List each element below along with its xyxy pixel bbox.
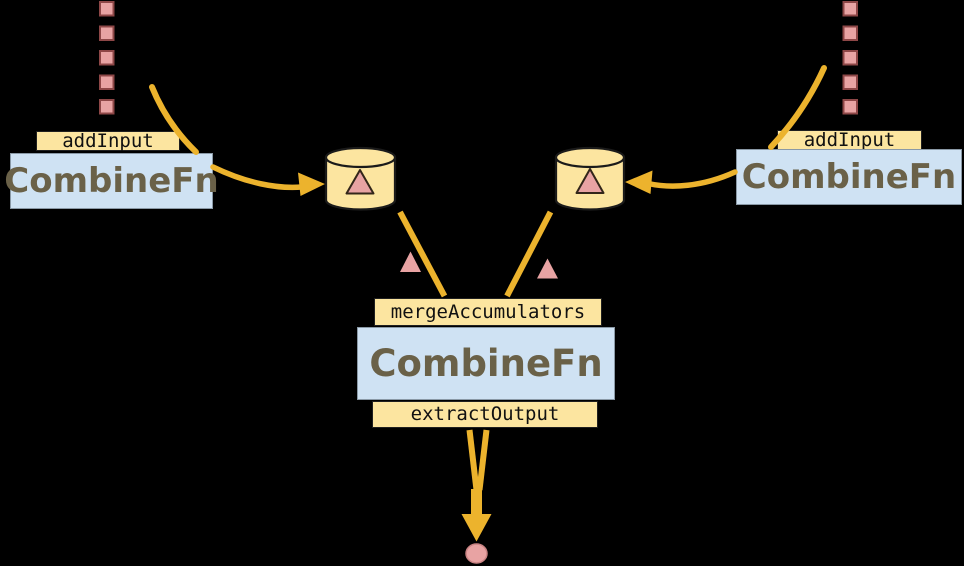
extract-output-label: extractOutput	[372, 401, 598, 428]
left-add-input-label: addInput	[36, 131, 180, 151]
right-add-input-label: addInput	[777, 130, 922, 150]
right-combinefn-box: CombineFn	[736, 149, 962, 205]
merge-accumulators-label: mergeAccumulators	[374, 298, 602, 326]
center-combinefn-box: CombineFn	[357, 327, 615, 400]
left-combinefn-box: CombineFn	[4, 153, 219, 209]
